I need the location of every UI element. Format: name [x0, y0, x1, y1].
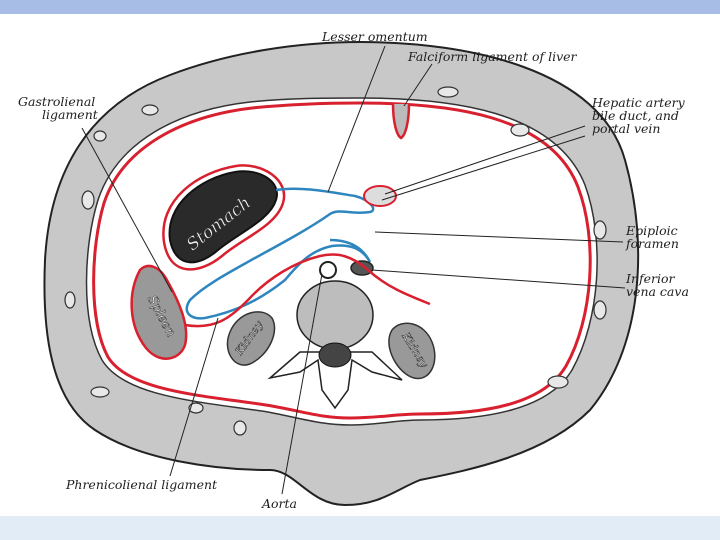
- label-epiploic-line2: foramen: [626, 236, 679, 251]
- label-inferior-vena-cava: Inferior vena cava: [626, 272, 689, 298]
- label-gastrolienal-line1: Gastrolienal: [18, 94, 96, 109]
- label-hepatic-line1: Hepatic artery: [592, 95, 685, 110]
- label-phrenicolienal-ligament: Phrenicolienal ligament: [66, 478, 217, 491]
- ivc-vessel: [350, 260, 374, 276]
- label-ivc-line2: vena cava: [626, 284, 689, 299]
- posterior-peritoneum: [184, 253, 431, 328]
- aorta-vessel: [319, 261, 337, 279]
- label-lesser-omentum-text: Lesser omentum: [322, 29, 428, 44]
- lesser-sac: [185, 187, 375, 320]
- wall-vessels: [64, 86, 607, 436]
- label-phrenicolienal-text: Phrenicolienal ligament: [66, 477, 218, 492]
- label-falciform-text: Falciform ligament of liver: [408, 49, 577, 64]
- label-falciform-ligament: Falciform ligament of liver: [408, 50, 577, 63]
- spinal-canal: [318, 342, 352, 368]
- label-gastrolienal-line2: ligament: [42, 107, 98, 122]
- label-hepatic-line2: bile duct, and: [592, 108, 679, 123]
- label-hepatic-line3: portal vein: [592, 121, 661, 136]
- label-lesser-omentum: Lesser omentum: [322, 30, 428, 43]
- label-epiploic-foramen: Epiploic foramen: [626, 224, 679, 250]
- label-hepatic-artery: Hepatic artery bile duct, and portal vei…: [592, 96, 685, 135]
- stomach-shape: [168, 170, 278, 264]
- label-gastrolienal-ligament: Gastrolienal ligament: [18, 95, 98, 121]
- vertebral-body: [296, 280, 374, 350]
- vertebral-arch: [267, 351, 403, 410]
- label-aorta-text: Aorta: [262, 496, 298, 511]
- portal-triad: [363, 185, 397, 207]
- stomach-red-outline: [162, 164, 286, 271]
- parietal-peritoneum: [92, 101, 592, 420]
- label-epiploic-line1: Epiploic: [626, 223, 678, 238]
- right-kidney-shape: [388, 322, 436, 380]
- left-kidney-shape: [226, 311, 276, 366]
- leader-lines: [81, 45, 626, 495]
- falciform-ligament-fold: [391, 103, 411, 140]
- label-ivc-line1: Inferior: [626, 271, 675, 286]
- label-aorta: Aorta: [262, 497, 297, 510]
